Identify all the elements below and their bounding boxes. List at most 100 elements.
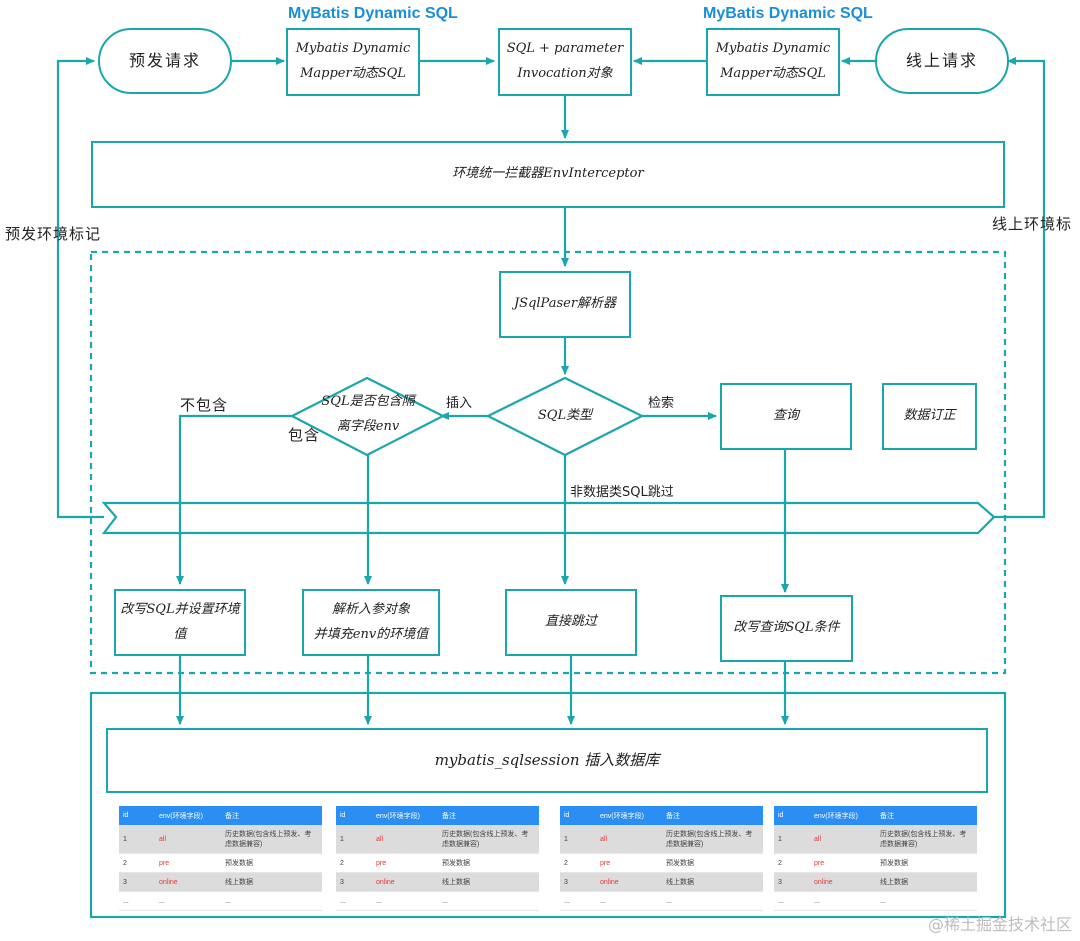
table-row: ......... [560,891,763,911]
online-request-node: 线上请求 [875,28,1009,94]
pre-request-label: 预发请求 [128,50,201,70]
env-interceptor-label: 环境统一拦截器EnvInterceptor [452,166,644,182]
contains-env-line1: SQL是否包含隔 [321,394,415,409]
table-cell: ... [596,891,662,911]
arrow-pre-env-loop [56,57,104,519]
table-cell: 3 [336,872,372,892]
invocation-node: SQL + parameter Invocation对象 [498,28,632,96]
table-cell: ... [560,891,596,911]
table-header-cell: env(环境字段) [155,806,221,825]
table-cell: 3 [119,872,155,892]
table-header-cell: 备注 [438,806,539,825]
table-cell: pre [372,853,438,873]
mapper-right-node: Mybatis Dynamic Mapper动态SQL [706,28,840,96]
table-header-cell: 备注 [662,806,763,825]
table-cell: 历史数据(包含线上预发、考虑数据兼容) [662,825,763,854]
table-cell: online [372,872,438,892]
invocation-line1: SQL + parameter [506,41,624,57]
search-label: 检索 [648,396,675,411]
table-cell: all [372,825,438,854]
table-header-cell: env(环境字段) [372,806,438,825]
contains-env-line2: 离字段env [336,418,400,434]
table-cell: 2 [560,853,596,873]
table-cell: online [810,872,876,892]
table-cell: online [596,872,662,892]
table-header-cell: id [336,806,372,825]
jsqlparser-label: JSqlPaser解析器 [513,296,617,312]
table-cell: ... [438,891,539,911]
table-cell: pre [155,853,221,873]
table-header-cell: env(环境字段) [596,806,662,825]
arrow-online-env-loop [994,57,1046,519]
table-cell: ... [774,891,810,911]
arrow-notcontain-to-rewrite [176,414,292,585]
online-request-label: 线上请求 [905,50,978,70]
parse-fill-node: 解析入参对象 并填充env的环境值 [302,589,440,656]
pre-request-node: 预发请求 [98,28,232,94]
db-insert-label: mybatis_sqlsession 插入数据库 [434,751,660,770]
table-cell: 线上数据 [662,872,763,892]
rewrite-set-line2: 值 [173,626,187,642]
db-insert-node: mybatis_sqlsession 插入数据库 [106,728,988,793]
table-cell: 2 [119,853,155,873]
table-cell: 预发数据 [221,853,322,873]
table-header-cell: 备注 [876,806,977,825]
data-fix-node: 数据订正 [882,383,977,450]
contains-env-text: SQL是否包含隔 离字段env [314,390,422,439]
diamond-contains-env [289,376,446,457]
table-cell: 预发数据 [876,853,977,873]
table-cell: 线上数据 [438,872,539,892]
table-cell: ... [372,891,438,911]
invocation-line2: Invocation对象 [517,66,613,81]
table-cell: 3 [560,872,596,892]
non-data-skip-label: 非数据类SQL跳过 [570,485,674,500]
table-cell: 2 [336,853,372,873]
table-cell: pre [596,853,662,873]
parse-region-dashed [89,250,1007,675]
table-cell: 历史数据(包含线上预发、考虑数据兼容) [876,825,977,854]
data-fix-label: 数据订正 [903,408,956,424]
contain-label: 包含 [288,426,321,444]
jsqlparser-node: JSqlPaser解析器 [499,271,631,338]
mapper-right-line1: Mybatis Dynamic [715,41,831,57]
table-cell: 历史数据(包含线上预发、考虑数据兼容) [221,825,322,854]
table-cell: ... [221,891,322,911]
rewrite-set-line1: 改写SQL并设置环境 [120,601,240,617]
rewrite-query-label: 改写查询SQL条件 [733,620,840,636]
table-row: ......... [774,891,977,911]
skip-direct-node: 直接跳过 [505,589,637,656]
table-cell: pre [810,853,876,873]
skip-direct-label: 直接跳过 [544,614,597,630]
parse-fill-line1: 解析入参对象 [331,601,410,617]
table-header-cell: id [774,806,810,825]
table-cell: ... [876,891,977,911]
parse-fill-line2: 并填充env的环境值 [313,626,429,642]
header-left-title: MyBatis Dynamic SQL [288,5,458,22]
table-header-cell: env(环境字段) [810,806,876,825]
env-band-arrow [101,501,996,535]
table-cell: ... [336,891,372,911]
table-cell: 2 [774,853,810,873]
table-cell: 历史数据(包含线上预发、考虑数据兼容) [438,825,539,854]
table-header-cell: 备注 [221,806,322,825]
watermark-text: @稀土掘金技术社区 [927,915,1072,934]
mapper-right-line2: Mapper动态SQL [720,66,826,81]
query-node: 查询 [720,383,852,450]
table-cell: ... [155,891,221,911]
table-cell: 1 [560,825,596,854]
pre-env-mark-label: 预发环境标记 [5,225,102,243]
table-cell: ... [662,891,763,911]
table-cell: 预发数据 [438,853,539,873]
table-cell: 1 [336,825,372,854]
env-interceptor-node: 环境统一拦截器EnvInterceptor [91,141,1005,208]
